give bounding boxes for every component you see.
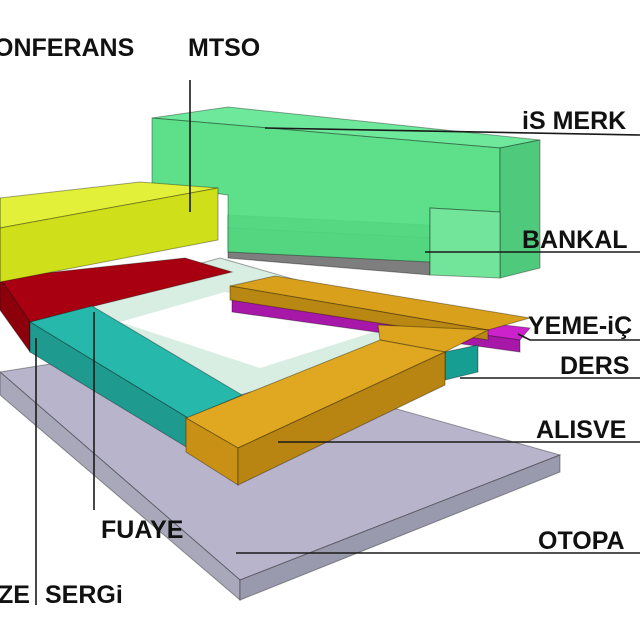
fuaye-inner-void <box>120 292 380 368</box>
label-otopark: OTOPA <box>538 527 625 555</box>
mtso-block <box>0 181 219 283</box>
is-merkezi-block <box>151 106 541 279</box>
leader-is-merkezi <box>264 127 640 136</box>
is-merkezi-leg <box>429 207 501 279</box>
sergi-block <box>28 305 244 449</box>
label-yeme-icme: YEME-iÇ <box>528 312 632 340</box>
derslik-block <box>444 344 479 381</box>
leader-lines <box>35 80 640 605</box>
alisveris-back-front <box>229 285 489 341</box>
label-muze: ZE <box>0 581 30 609</box>
label-alisveris: ALISVE <box>536 416 626 444</box>
label-fuaye: FUAYE <box>101 516 183 544</box>
label-is-merkezi: iS MERK <box>522 107 626 135</box>
mtso-front-face <box>0 187 219 283</box>
label-bankalar: BANKAL <box>522 226 628 254</box>
alisveris-right-face <box>237 351 446 486</box>
label-konferans: ONFERANS <box>0 34 134 62</box>
label-sergi: SERGi <box>45 581 123 609</box>
derslik-face <box>444 344 479 381</box>
label-mtso: MTSO <box>188 34 260 62</box>
is-merkezi-right-face <box>499 139 541 279</box>
labels: ONFERANS MTSO iS MERK BANKAL YEME-iÇ DER… <box>0 34 632 609</box>
leader-yeme-icme <box>517 333 640 341</box>
alisveris-block <box>184 275 531 486</box>
otopark-right-face <box>239 454 561 601</box>
konferans-block <box>0 257 234 354</box>
label-derslik: DERS <box>560 352 629 380</box>
